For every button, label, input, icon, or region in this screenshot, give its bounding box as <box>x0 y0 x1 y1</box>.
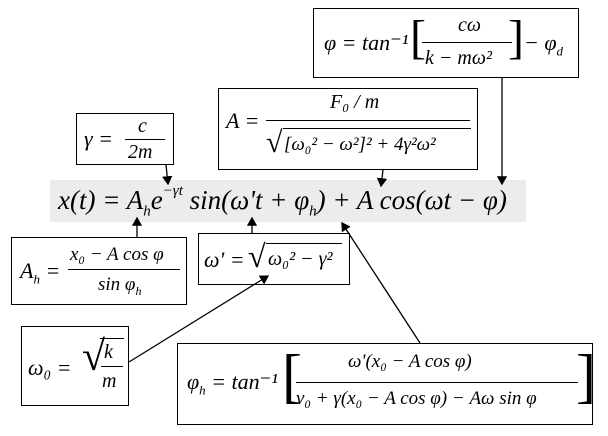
A-lhs: A = <box>226 108 260 133</box>
omega0-lhs: ω₀ = <box>28 355 72 380</box>
arrow-omega0-to-omegaprime <box>128 275 270 363</box>
A-sqrt-icon: √ <box>266 126 283 159</box>
main-equation-band <box>50 180 526 222</box>
A-box <box>218 88 478 170</box>
main-amp: A <box>126 185 144 215</box>
A-fraction-bar <box>266 120 470 121</box>
gamma-lhs: γ = <box>84 126 114 151</box>
A-num: F₀ / m <box>330 91 380 113</box>
omega0-sqrt-bar <box>100 338 124 339</box>
Ah-box <box>11 237 187 305</box>
gamma-num: c <box>138 115 147 137</box>
main-sin-part: sin(ω't + φ <box>182 185 310 215</box>
phih-lhs: φh = tan⁻¹ <box>187 369 278 398</box>
phi-tail: − φd <box>524 30 564 59</box>
A-sqrt-bar <box>283 128 471 129</box>
main-equation: x(t) = Ahe−γt sin(ω't + φh) + A cos(ωt −… <box>58 184 507 220</box>
phih-num: ω'(x₀ − A cos φ) <box>348 351 472 372</box>
gamma-fraction-bar <box>125 139 165 140</box>
phi-lhs: φ = tan⁻¹ <box>324 30 409 55</box>
phi-box <box>313 8 579 78</box>
omega-prime-sqrt-icon: √ <box>248 238 266 274</box>
omega-prime-sqrt-bar <box>266 243 342 244</box>
gamma-den: 2m <box>128 141 153 163</box>
main-lhs: x(t) = <box>58 185 127 215</box>
omega0-den: m <box>102 370 117 392</box>
arrow-phih-to-sinsub <box>341 221 421 344</box>
phih-fraction-bar <box>296 382 578 383</box>
main-tail: ) + A cos(ωt − φ) <box>316 185 507 215</box>
main-exp-power: −γt <box>162 183 183 199</box>
phih-right-bracket: ] <box>576 343 596 409</box>
omega-prime-rad: ω₀² − γ² <box>268 248 333 270</box>
phih-box <box>177 343 593 425</box>
phi-num: cω <box>458 14 481 36</box>
omega0-fraction-bar <box>101 366 123 367</box>
Ah-den: sin φh <box>98 274 142 298</box>
omega0-num: k <box>104 341 113 363</box>
omega0-sqrt-icon: √ <box>82 334 106 380</box>
phi-right-bracket: ] <box>508 11 524 64</box>
arrow-A-to-tail <box>376 169 388 188</box>
phi-fraction-bar <box>422 42 512 43</box>
omega-prime-box <box>198 233 350 285</box>
Ah-fraction-bar <box>68 269 180 270</box>
main-amp-sub: h <box>143 203 151 220</box>
main-sin-sub: h <box>309 203 317 220</box>
A-den-1: [ω₀² − ω²]² + 4γ²ω² <box>284 134 436 155</box>
arrow-gamma-to-exp <box>162 164 173 186</box>
phih-den: v₀ + γ(x₀ − A cos φ) − Aω sin φ <box>296 388 537 409</box>
phi-den: k − mω² <box>425 47 492 69</box>
Ah-num: x₀ − A cos φ <box>70 244 164 265</box>
main-exp-base: e <box>150 185 163 215</box>
Ah-lhs: Ah = <box>20 258 61 287</box>
omega-prime-lhs: ω' = <box>204 247 245 272</box>
phih-left-bracket: [ <box>282 343 302 409</box>
phi-left-bracket: [ <box>410 11 426 64</box>
